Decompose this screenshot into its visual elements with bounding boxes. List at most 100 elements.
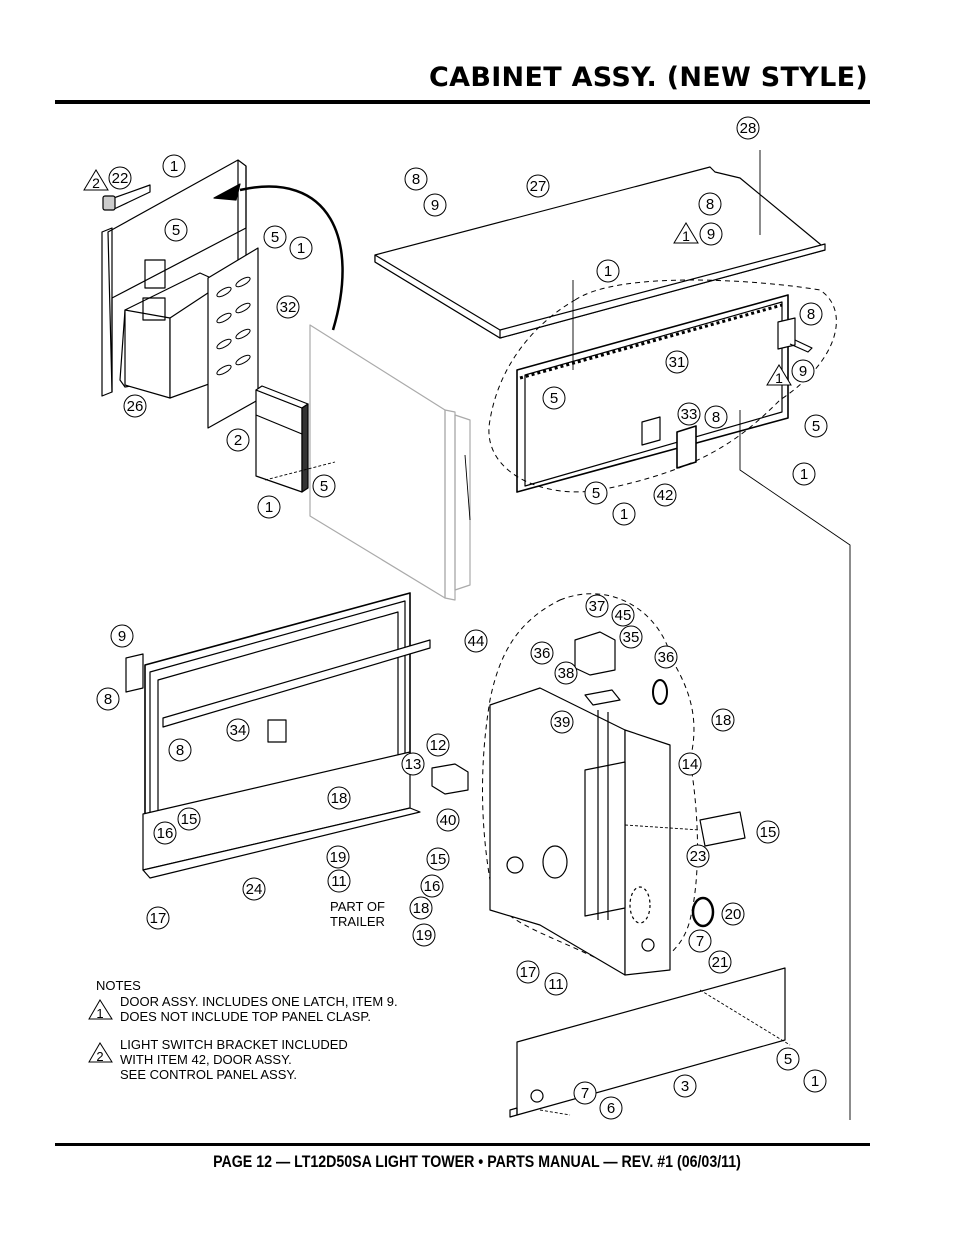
callout-label: 18	[331, 790, 348, 807]
callout-item-18: 18	[711, 708, 735, 732]
callout-item-13: 13	[401, 752, 425, 776]
callout-item-5: 5	[584, 481, 608, 505]
callout-label: 7	[696, 933, 704, 950]
callout-item-8: 8	[698, 192, 722, 216]
callout-item-18: 18	[327, 786, 351, 810]
callout-item-8: 8	[799, 302, 823, 326]
callout-circle	[688, 929, 712, 953]
callout-circle	[526, 174, 550, 198]
warning-triangle-icon: 1	[88, 998, 114, 1021]
callout-circle	[542, 386, 566, 410]
callout-item-18: 18	[409, 896, 433, 920]
callout-label: 31	[669, 354, 686, 371]
callout-item-11: 11	[327, 869, 351, 893]
callout-label: 12	[430, 737, 447, 754]
angle-bracket-24	[142, 751, 421, 879]
callout-label: 42	[657, 487, 674, 504]
callout-label: 5	[172, 222, 180, 239]
callout-item-1: 1	[596, 259, 620, 283]
callout-item-11: 11	[544, 972, 568, 996]
relocation-arrow	[239, 185, 344, 331]
callout-label: 37	[589, 598, 606, 615]
callout-label: 5	[592, 485, 600, 502]
callout-circle	[257, 495, 281, 519]
callout-item-36: 36	[530, 641, 554, 665]
callout-label: 36	[658, 649, 675, 666]
callout-circle	[654, 645, 678, 669]
callout-item-26: 26	[123, 394, 147, 418]
callout-circle	[678, 752, 702, 776]
title-rule	[55, 100, 870, 104]
note-line: DOOR ASSY. INCLUDES ONE LATCH, ITEM 9.	[120, 994, 398, 1009]
callout-circle	[544, 972, 568, 996]
callout-circle	[673, 1074, 697, 1098]
callout-circle	[276, 295, 300, 319]
callout-item-7: 7	[688, 929, 712, 953]
callout-circle	[699, 222, 723, 246]
callout-label: 1	[265, 499, 273, 516]
warning-triangle-icon: 2	[88, 1041, 114, 1064]
callout-label: 32	[280, 299, 297, 316]
callout-circle	[677, 402, 701, 426]
callout-item-2: 2	[226, 428, 250, 452]
callout-label: 35	[623, 629, 640, 646]
callout-item-9: 9	[423, 193, 447, 217]
callout-circle	[665, 350, 689, 374]
callout-label: 18	[413, 900, 430, 917]
callout-item-12: 12	[426, 733, 450, 757]
callout-label: 9	[707, 226, 715, 243]
note-marker: 2	[96, 1049, 104, 1064]
callout-circle	[599, 1096, 623, 1120]
callout-label: 16	[157, 825, 174, 842]
callout-label: 7	[581, 1085, 589, 1102]
part-of-trailer-line-1: PART OF	[330, 899, 385, 914]
callout-item-8: 8	[404, 167, 428, 191]
callout-label: 15	[760, 824, 777, 841]
callout-circle	[756, 820, 780, 844]
callout-label: 8	[807, 306, 815, 323]
mast-bracket-35	[574, 631, 621, 706]
callout-circle	[584, 481, 608, 505]
callout-item-1: 1	[162, 154, 186, 178]
footer-rule	[55, 1143, 870, 1146]
callout-item-1: 1	[289, 236, 313, 260]
callout-item-20: 20	[721, 902, 745, 926]
warning-marker-label: 1	[775, 370, 783, 386]
notes-section: NOTES 1 DOOR ASSY. INCLUDES ONE LATCH, I…	[88, 978, 398, 1095]
callout-label: 28	[740, 120, 757, 137]
light-switch-box-12	[431, 763, 469, 795]
callout-label: 34	[230, 722, 247, 739]
callout-circle	[327, 869, 351, 893]
callout-label: 11	[548, 976, 564, 993]
callout-item-16: 16	[153, 821, 177, 845]
callout-circle	[226, 428, 250, 452]
callout-item-36: 36	[654, 645, 678, 669]
callout-label: 21	[712, 954, 729, 971]
callout-item-21: 21	[708, 950, 732, 974]
callout-circle	[168, 738, 192, 762]
warning-marker-label: 1	[682, 228, 690, 244]
callout-item-15: 15	[756, 820, 780, 844]
callout-label: 5	[784, 1051, 792, 1068]
door-assy-boundary	[488, 279, 837, 493]
note-2: 2 LIGHT SWITCH BRACKET INCLUDED WITH ITE…	[88, 1037, 398, 1082]
callout-item-22: 22	[108, 166, 132, 190]
callout-label: 19	[416, 927, 433, 944]
callout-circle	[164, 218, 188, 242]
callout-item-9: 9	[699, 222, 723, 246]
warning-triangle-icon: 1	[673, 222, 699, 244]
callout-label: 18	[715, 712, 732, 729]
callout-label: 8	[176, 742, 184, 759]
callout-circle	[327, 786, 351, 810]
part-of-trailer-label: PART OF TRAILER	[330, 899, 385, 929]
callout-circle	[799, 302, 823, 326]
callout-circle	[776, 1047, 800, 1071]
callout-circle	[596, 259, 620, 283]
callout-item-9: 9	[791, 359, 815, 383]
callout-circle	[736, 116, 760, 140]
callout-label: 8	[712, 409, 720, 426]
callout-circle	[791, 359, 815, 383]
callout-circle	[804, 414, 828, 438]
callout-label: 5	[812, 418, 820, 435]
callout-label: 9	[431, 197, 439, 214]
